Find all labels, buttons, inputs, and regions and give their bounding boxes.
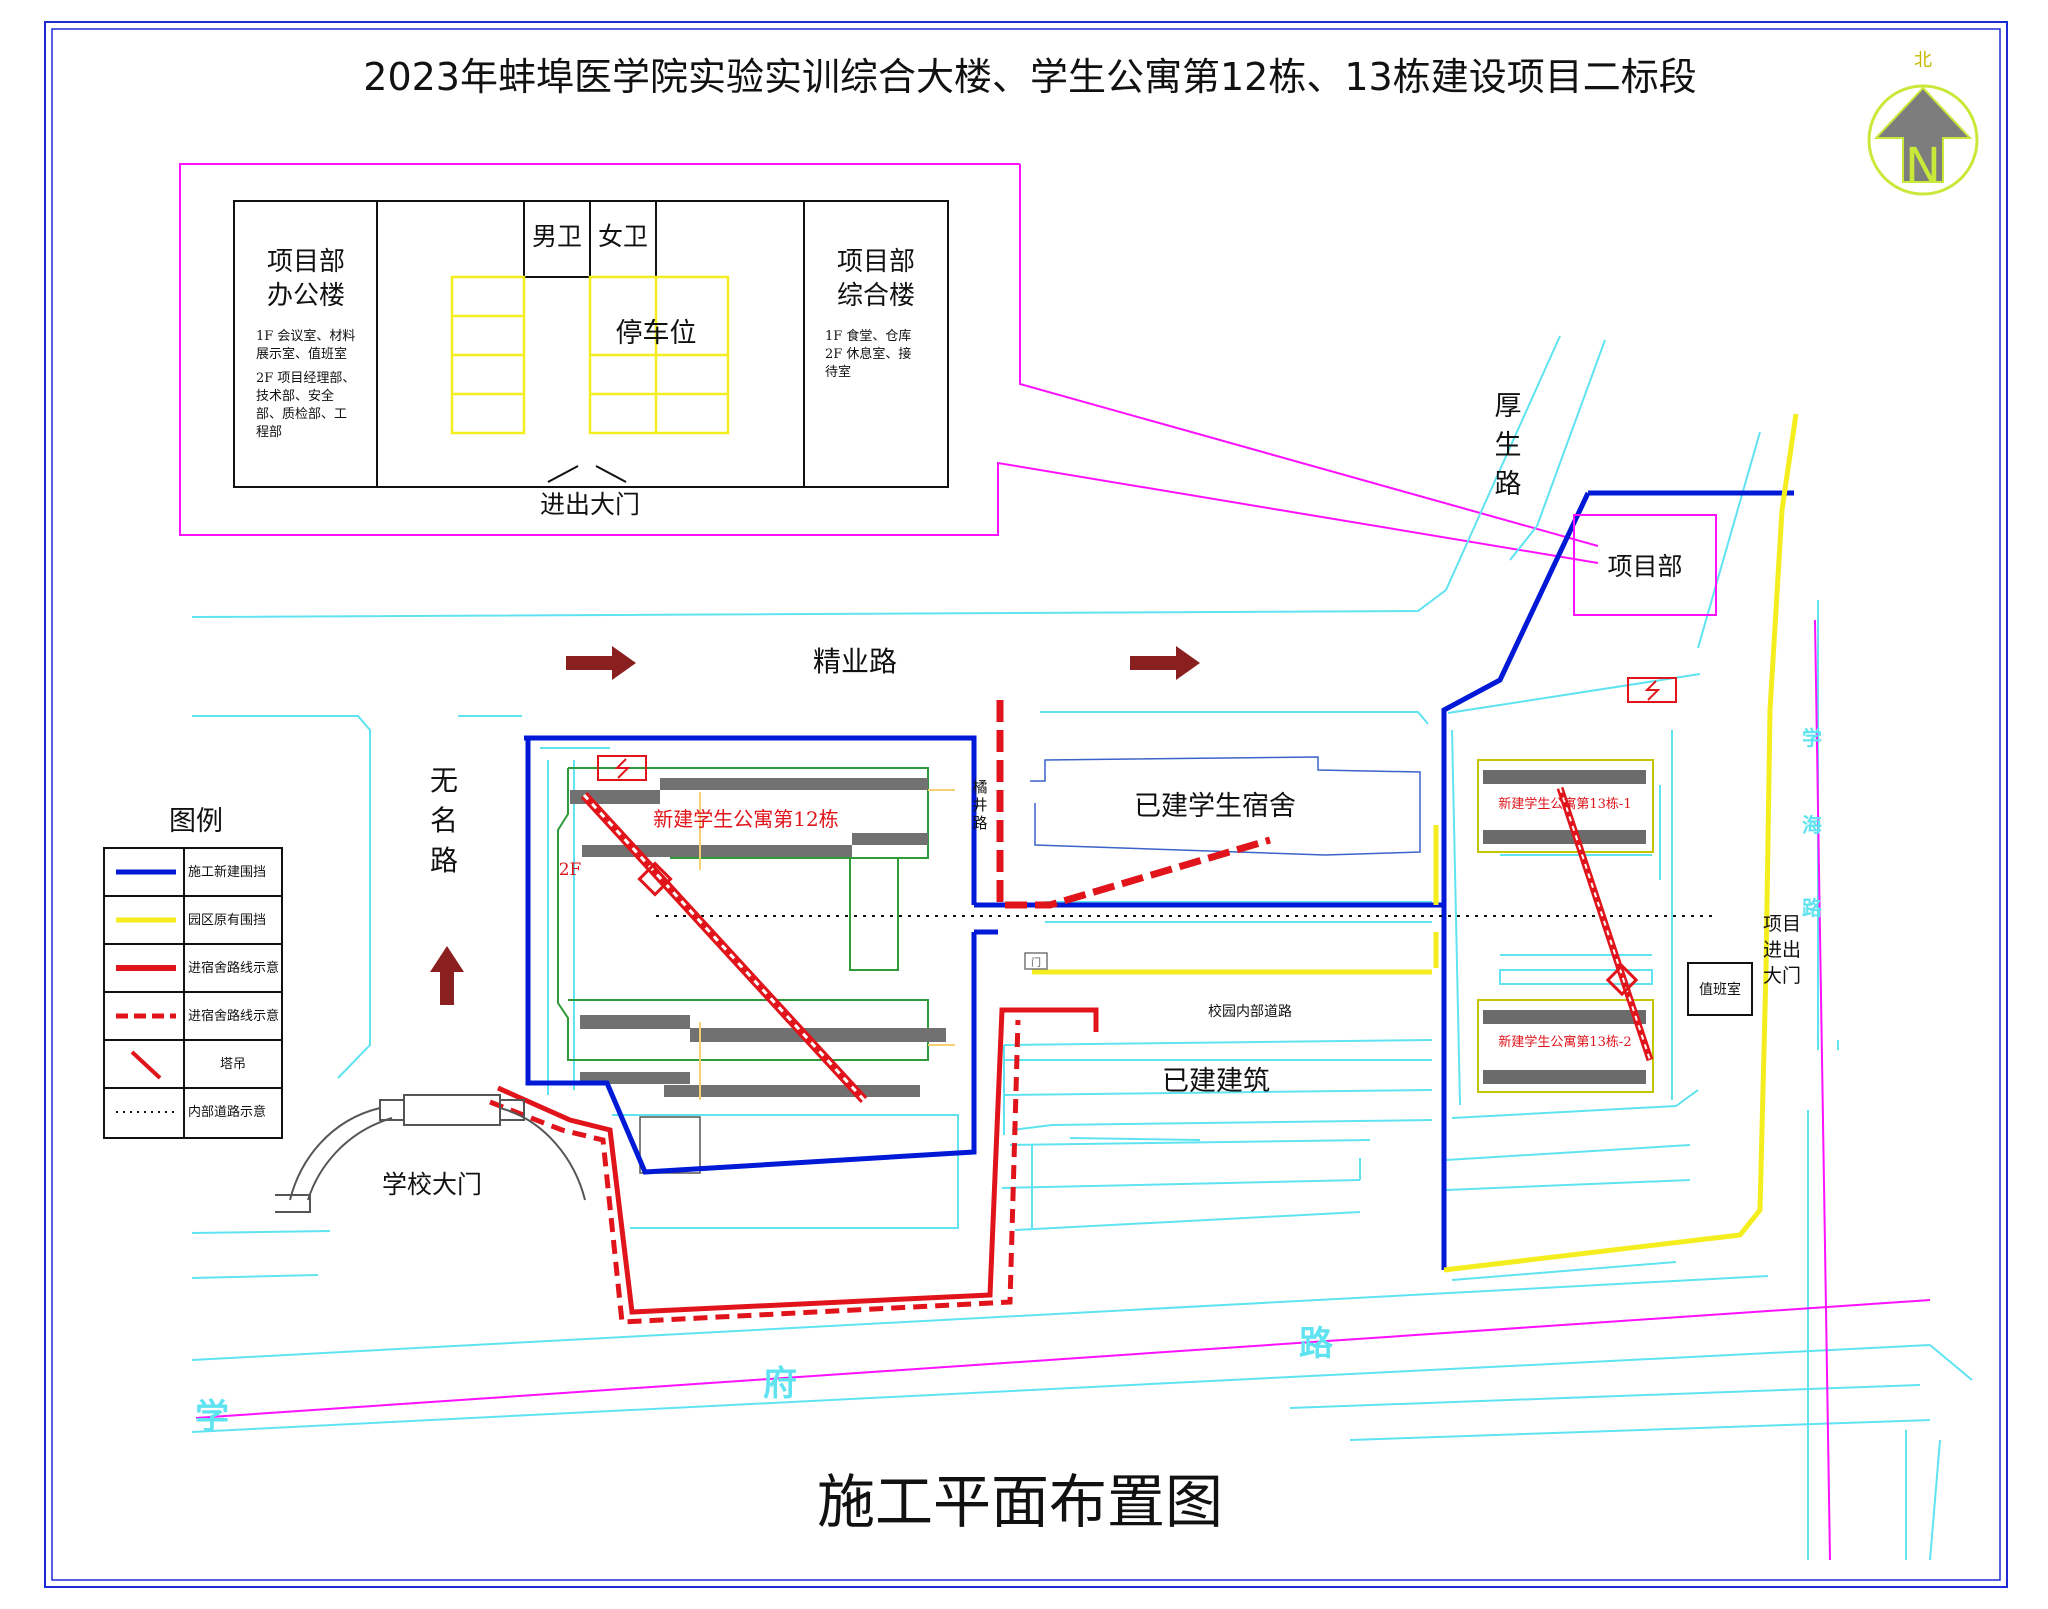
outer-frame: [44, 21, 2008, 1588]
xuefu-road-label-1: 学: [195, 1397, 229, 1437]
small-gatehouse-label: 门: [1031, 956, 1041, 969]
office-note: 程部: [256, 425, 282, 440]
blue-construction-fence: [524, 490, 1794, 1270]
project-gate-label-2: 进出: [1763, 939, 1801, 961]
jingye-road-label: 精业路: [813, 645, 897, 678]
red-routes: [489, 700, 1271, 1325]
legend-item-label: 进宿舍路线示意: [188, 960, 279, 976]
bottom-title: 施工平面布置图: [817, 1468, 1223, 1536]
duty-room-label: 值班室: [1699, 981, 1741, 998]
legend-item-label: 塔吊: [220, 1057, 246, 1072]
legend-item-label: 进宿舍路线示意: [188, 1008, 279, 1024]
north-arrow-icon: 北 N: [1867, 50, 1979, 196]
jujing-road-label-1: 橘: [972, 778, 987, 796]
xuehai-road-label-2: 海: [1802, 813, 1822, 837]
houshang-road-label-3: 路: [1495, 469, 1522, 500]
power-box-icon: [597, 755, 647, 781]
small-gatehouse: [1024, 952, 1048, 970]
office-title-2: 办公楼: [267, 281, 345, 311]
complex-note: 待室: [825, 364, 851, 380]
office-note: 技术部、安全: [256, 388, 334, 404]
gate-label: 进出大门: [540, 490, 640, 519]
building12-block: [557, 767, 955, 1174]
building12-label: 新建学生公寓第12栋: [653, 807, 838, 831]
building13-1-label: 新建学生公寓第13栋-1: [1498, 796, 1631, 812]
power-box-icon: [1627, 677, 1677, 703]
yellow-existing-fence: [1032, 413, 1799, 1273]
female-toilet-label: 女卫: [598, 222, 648, 251]
two-floor-label: 2F: [559, 860, 582, 880]
project-gate-label-3: 大门: [1763, 965, 1801, 987]
jujing-road-label-3: 路: [972, 814, 987, 832]
legend-item-label: 园区原有围挡: [188, 913, 266, 928]
page-title: 2023年蚌埠医学院实验实训综合大楼、学生公寓第12栋、13栋建设项目二标段: [363, 55, 1696, 99]
office-note: 1F 会议室、材料: [256, 328, 355, 344]
office-note: 部、质检部、工: [256, 407, 347, 422]
building13-2-label: 新建学生公寓第13栋-2: [1498, 1034, 1631, 1050]
school-gate-structure: [275, 1094, 586, 1213]
complex-title-1: 项目部: [837, 247, 915, 277]
xuehai-road-centerline: [1814, 619, 1831, 1561]
project-dept-label: 项目部: [1607, 552, 1682, 581]
wuming-road-label-3: 路: [430, 844, 458, 877]
existing-dorm-label: 已建学生宿舍: [1134, 791, 1296, 822]
duty-room-box: [1687, 962, 1753, 1016]
legend: 图例 施工新建围挡 园区原有围挡 进宿舍路线示意 进宿舍路线示意 塔吊 内部道路…: [103, 806, 283, 1139]
legend-title: 图例: [169, 806, 223, 837]
campus-internal-road-label: 校园内部道路: [1208, 1003, 1292, 1020]
xuehai-road-label-1: 学: [1802, 726, 1822, 750]
jujing-road-label-2: 井: [972, 796, 987, 814]
office-note: 展示室、值班室: [256, 346, 347, 362]
north-letter: N: [1905, 138, 1941, 194]
wuming-road-label-2: 名: [430, 804, 458, 837]
building13-blocks: [1477, 759, 1654, 1093]
complex-title-2: 综合楼: [837, 281, 915, 311]
existing-dorm-outline: [1030, 756, 1421, 856]
male-toilet-label: 男卫: [532, 222, 582, 251]
project-dept-box: [1573, 514, 1717, 616]
legend-swatch-crane: [130, 1050, 162, 1080]
inner-frame: [51, 28, 2001, 1581]
houshang-road-label-1: 厚: [1495, 391, 1522, 422]
tower-crane-icon: [580, 786, 1654, 1104]
school-gate-label: 学校大门: [382, 1170, 482, 1199]
parking-label: 停车位: [616, 318, 697, 349]
legend-item-label: 内部道路示意: [188, 1104, 266, 1120]
xuefu-road-centerline: [195, 1299, 1931, 1419]
inset-project-dept: 项目部 办公楼 1F 会议室、材料 展示室、值班室 2F 项目经理部、 技术部、…: [179, 163, 1599, 564]
cyan-roads: [191, 335, 1973, 1561]
existing-building-label: 已建建筑: [1162, 1066, 1270, 1097]
xuehai-road-label-3: 路: [1802, 896, 1823, 920]
complex-note: 1F 食堂、仓库: [825, 328, 911, 344]
project-gate-label-1: 项目: [1763, 913, 1801, 935]
legend-item-label: 施工新建围挡: [188, 864, 266, 880]
office-note: 2F 项目经理部、: [256, 371, 355, 386]
complex-note: 2F 休息室、接: [825, 346, 911, 362]
wuming-road-label-1: 无: [430, 764, 458, 797]
direction-arrow-icon: [430, 646, 1200, 1005]
office-title-1: 项目部: [267, 247, 345, 277]
svg-text:北: 北: [1914, 50, 1932, 71]
xuefu-road-label-3: 路: [1299, 1324, 1334, 1364]
xuefu-road-label-2: 府: [763, 1364, 797, 1404]
houshang-road-label-2: 生: [1495, 430, 1522, 461]
